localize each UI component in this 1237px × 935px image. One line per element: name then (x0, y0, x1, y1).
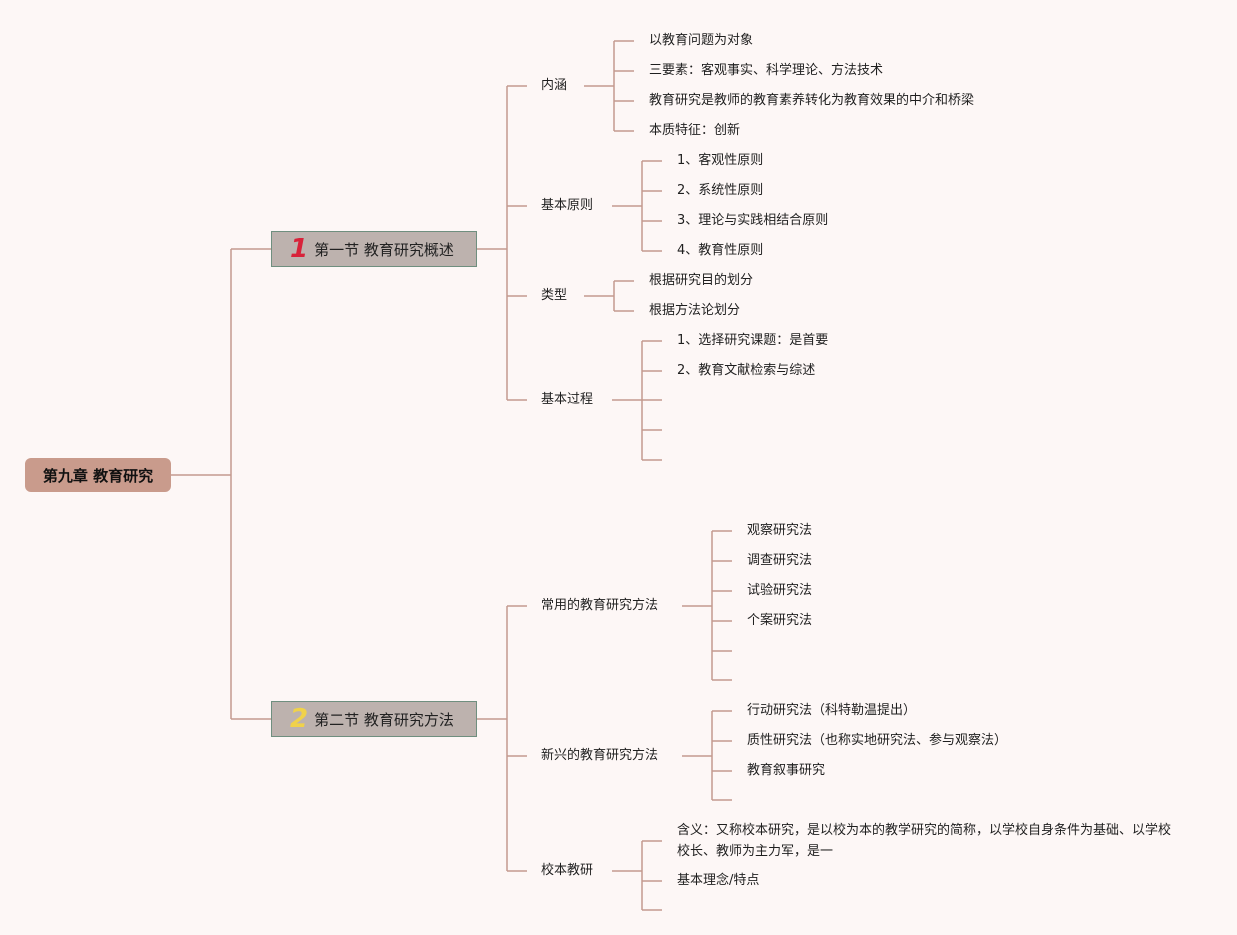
root-label: 第九章 教育研究 (42, 466, 154, 485)
leaf-node[interactable]: 2、系统性原则 (677, 183, 764, 198)
root-node[interactable]: 第九章 教育研究 (25, 458, 171, 492)
connector-topic-guocheng (612, 340, 662, 461)
leaf-node[interactable]: 2、教育文献检索与综述 (677, 363, 816, 378)
section-label-1: 第一节 教育研究概述 (314, 240, 454, 259)
topic-node[interactable]: 常用的教育研究方法 (541, 598, 659, 613)
topic-node[interactable]: 基本过程 (541, 392, 594, 407)
leaf-node[interactable]: 三要素：客观事实、科学理论、方法技术 (649, 63, 884, 78)
connector-topic-leixing (584, 280, 634, 312)
leaf-node[interactable]: 3、理论与实践相结合原则 (677, 213, 829, 228)
section-number-1: 1 (290, 234, 309, 264)
topic-node[interactable]: 新兴的教育研究方法 (541, 748, 659, 763)
connector-topic-yuanze (612, 160, 662, 252)
connector-topic-changyong (682, 530, 732, 681)
connector-topic-xiaoben (612, 840, 662, 911)
connector-topic-neihan (584, 40, 634, 132)
topic-node[interactable]: 类型 (541, 288, 568, 303)
leaf-node[interactable]: 个案研究法 (747, 613, 813, 628)
section-node-2[interactable]: 2 第二节 教育研究方法 (271, 701, 477, 737)
connector-root (171, 248, 271, 720)
topic-node[interactable]: 基本原则 (541, 198, 594, 213)
leaf-node[interactable]: 教育研究是教师的教育素养转化为教育效果的中介和桥梁 (649, 93, 975, 108)
leaf-node[interactable]: 4、教育性原则 (677, 243, 764, 258)
leaf-node[interactable]: 调查研究法 (747, 553, 813, 568)
leaf-node[interactable]: 1、客观性原则 (677, 153, 764, 168)
leaf-node[interactable]: 本质特征：创新 (649, 123, 741, 138)
section-number-2: 2 (290, 704, 309, 734)
connector-topic-xinxing (682, 710, 732, 801)
leaf-node[interactable]: 质性研究法（也称实地研究法、参与观察法） (747, 733, 1008, 748)
topic-node[interactable]: 内涵 (541, 78, 568, 93)
leaf-node[interactable]: 观察研究法 (747, 523, 813, 538)
section-label-2: 第二节 教育研究方法 (314, 710, 454, 729)
topic-node[interactable]: 校本教研 (541, 863, 594, 878)
connector-section-1 (477, 85, 527, 401)
leaf-node[interactable]: 教育叙事研究 (747, 763, 826, 778)
leaf-node[interactable]: 根据方法论划分 (649, 303, 741, 318)
leaf-node[interactable]: 根据研究目的划分 (649, 273, 754, 288)
leaf-node-multiline[interactable]: 含义：又称校本研究，是以校为本的教学研究的简称，以学校自身条件为基础、以学校校长… (677, 823, 1172, 859)
leaf-node[interactable]: 1、选择研究课题：是首要 (677, 333, 829, 348)
leaf-node[interactable]: 试验研究法 (747, 583, 813, 598)
leaf-node[interactable]: 基本理念/特点 (677, 873, 760, 888)
connector-section-2 (477, 605, 527, 872)
section-node-1[interactable]: 1 第一节 教育研究概述 (271, 231, 477, 267)
leaf-node[interactable]: 以教育问题为对象 (649, 33, 754, 48)
leaf-node[interactable]: 行动研究法（科特勒温提出） (747, 703, 917, 718)
